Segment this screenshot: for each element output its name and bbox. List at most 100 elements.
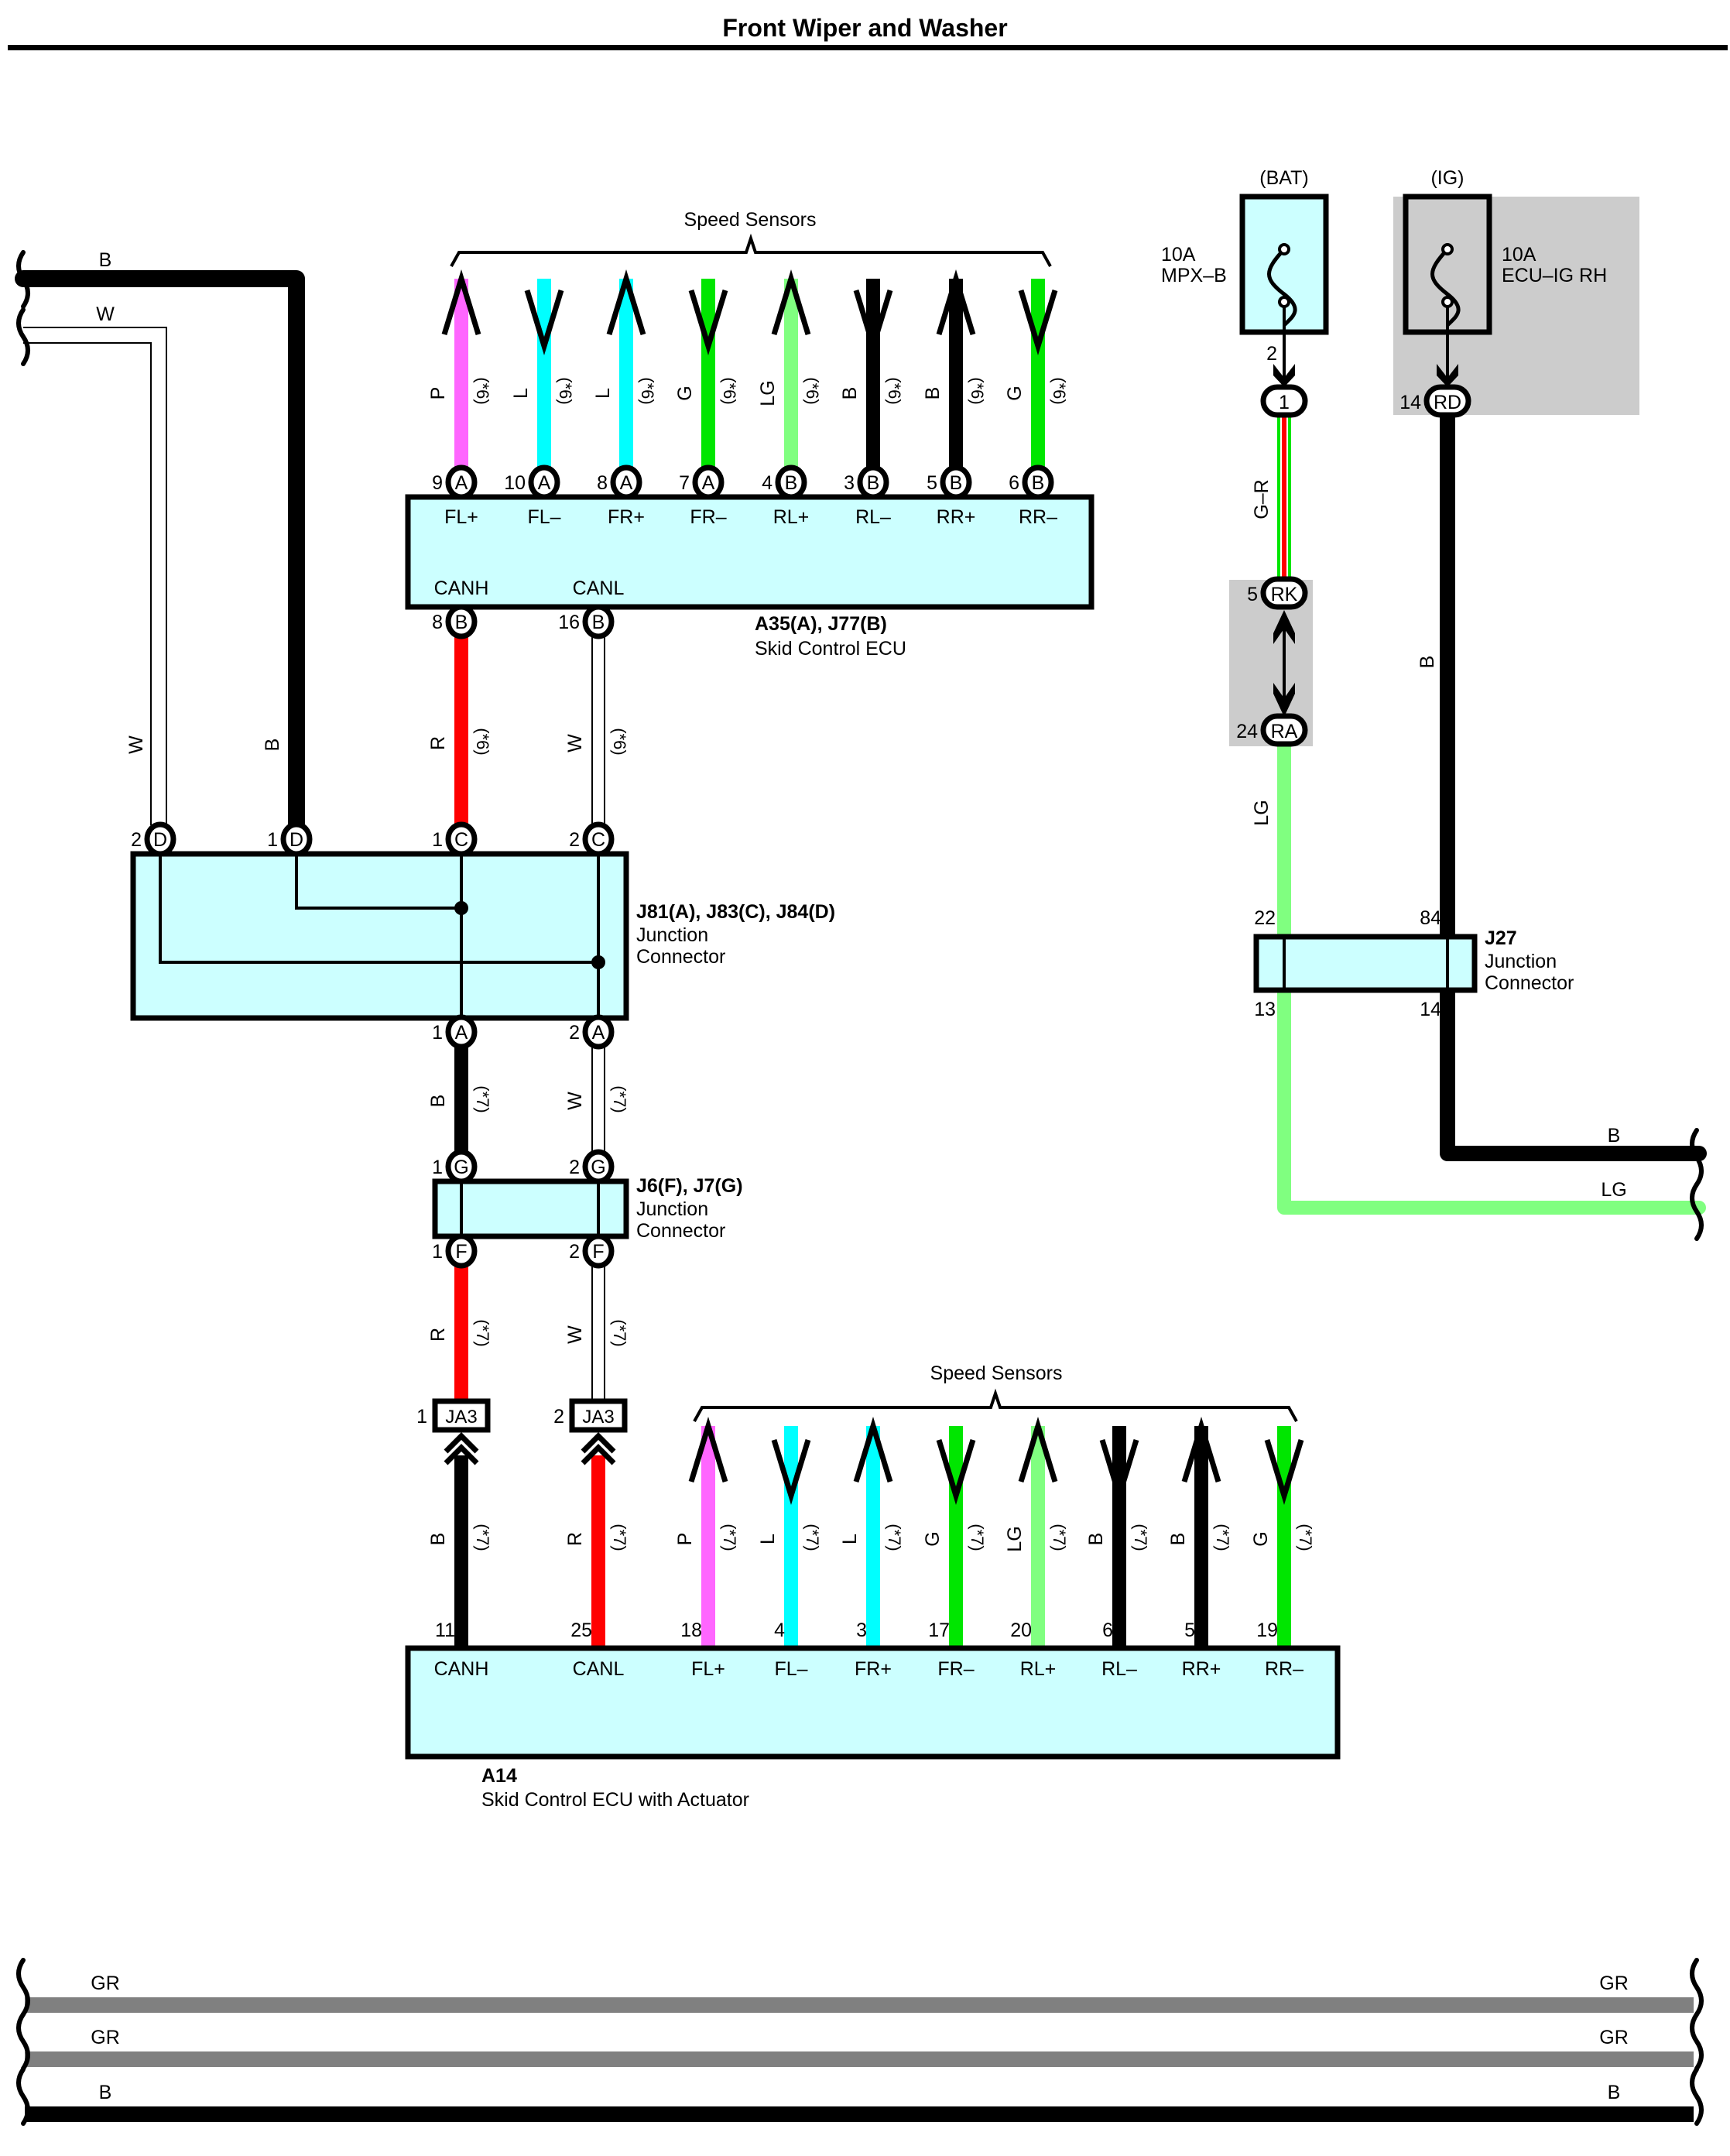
wire-note-label: (*7) (1131, 1524, 1150, 1551)
wire-color-label: B (1608, 1125, 1621, 1147)
fuse-terminal-icon (1278, 296, 1290, 308)
pin-number: 8 (432, 612, 443, 633)
ja3-label: JA3 (445, 1407, 477, 1428)
j6-name: Junction (636, 1198, 708, 1220)
pin-number: 5 (1247, 584, 1258, 605)
double-chevron-icon (444, 1432, 479, 1454)
j6-bottom-pin (582, 1233, 615, 1269)
page-title: Front Wiper and Washer (722, 14, 1008, 42)
connector-letter: B (592, 612, 605, 633)
pin-number: 22 (1254, 907, 1276, 929)
wire-color-label: W (96, 303, 115, 325)
top-speed-sensors-brace (450, 233, 1052, 267)
ja3-label: JA3 (582, 1407, 614, 1428)
pin-number: 11 (435, 1620, 455, 1641)
wire-color-label: G (1004, 386, 1026, 400)
pin-number: 2 (569, 1022, 580, 1044)
a14-id: A14 (481, 1765, 517, 1787)
wire-color-label: B (1085, 1533, 1107, 1546)
pin-number: 19 (1256, 1620, 1278, 1641)
fuse-rating: 10A (1502, 244, 1536, 266)
pin-number: 84 (1420, 907, 1441, 929)
connector-letter: A (702, 472, 715, 494)
j27-name: Connector (1485, 972, 1574, 994)
connector-letter: C (591, 829, 605, 851)
ecu-signal-label: FL+ (691, 1658, 725, 1680)
pin-number: 3 (856, 1620, 867, 1641)
wire-note-label: (*7) (473, 1524, 492, 1551)
wire-color-label: W (564, 1092, 586, 1110)
pin-number: 1 (416, 1406, 427, 1428)
double-chevron-icon (581, 1444, 616, 1465)
wire-color-label: B (99, 249, 112, 271)
j81-trace (159, 854, 598, 964)
j81-trace (295, 854, 461, 910)
connector-letter: B (785, 472, 798, 494)
connector-letter: B (455, 612, 468, 633)
ecu-can-pin (445, 604, 478, 639)
sensor-arrow-up-icon (441, 269, 481, 336)
break-mark-icon (1690, 2012, 1704, 2071)
pin-number: 4 (762, 472, 773, 494)
fuse-terminal-icon (1441, 296, 1454, 308)
sensor-arrow-down-icon (853, 289, 893, 355)
connector-letter: 1 (1279, 392, 1290, 413)
wire-note-label: (*6) (556, 377, 575, 404)
j6-name: Connector (636, 1220, 725, 1242)
bus-label-left: GR (91, 2027, 120, 2048)
connector-letter: F (592, 1241, 604, 1263)
j81-name: Connector (636, 946, 725, 968)
wire-note-label: (*6) (610, 728, 629, 755)
pin-number: 13 (1254, 999, 1276, 1020)
connector-letter: B (867, 472, 880, 494)
fuse-terminal-icon (1278, 243, 1290, 255)
left-harness-w-wire-outer (23, 327, 167, 825)
ecu-signal-label: RL+ (773, 506, 810, 528)
pin-number: 1 (432, 1022, 443, 1044)
title-rule (8, 45, 1728, 50)
wire-note-label: (*6) (1050, 377, 1069, 404)
wire-note-label: (*6) (473, 728, 492, 755)
wire-note-label: (*7) (968, 1524, 987, 1551)
pin-number: 3 (844, 472, 855, 494)
splice-dot (454, 901, 468, 915)
sensor-arrow-down-icon (771, 1438, 811, 1505)
pin-number: 2 (553, 1406, 564, 1428)
wire-color-label: L (757, 1534, 779, 1544)
wire-color-label: B (262, 739, 283, 752)
pin-number: 16 (558, 612, 580, 633)
connector-letter: A (455, 1022, 468, 1044)
ecu-signal-label: FR+ (855, 1658, 892, 1680)
j81-name: Junction (636, 924, 708, 946)
j6-id: J6(F), J7(G) (636, 1175, 743, 1197)
ja3-connector (432, 1398, 491, 1433)
wire-color-label: G (1250, 1531, 1272, 1546)
ecu-signal-label: RR+ (937, 506, 976, 528)
break-mark-icon (16, 2012, 30, 2071)
ecu-can-label: CANH (434, 578, 489, 599)
wire-note-label: (*7) (610, 1524, 629, 1551)
double-chevron-icon (581, 1432, 616, 1454)
ecu-signal-label: CANH (434, 1658, 489, 1680)
wire-color-label: P (427, 387, 449, 400)
ja3-connector (569, 1398, 628, 1433)
bus-label-right: B (1608, 2082, 1621, 2103)
fuse-icon (1430, 248, 1461, 327)
sensor-arrow-up-icon (606, 269, 646, 336)
wire-color-label: L (510, 388, 532, 399)
bottom-speed-sensors-label: Speed Sensors (930, 1362, 1063, 1384)
break-mark-icon (16, 307, 30, 366)
pin-number: 25 (570, 1620, 592, 1641)
wire-note-label: (*6) (638, 377, 657, 404)
connector-letter: G (454, 1157, 468, 1178)
connector-letter: D (153, 829, 167, 851)
connector-letter: D (289, 829, 303, 851)
connector-letter: A (538, 472, 551, 494)
wire-note-label: (*6) (803, 377, 822, 404)
wire-color-label: LG (1601, 1179, 1626, 1201)
sensor-arrow-up-icon (1181, 1417, 1221, 1483)
wire-color-label: R (427, 736, 449, 750)
pin-number: 4 (774, 1620, 785, 1641)
connector-letter: B (950, 472, 963, 494)
skid-control-ecu-with-actuator-box (405, 1645, 1341, 1760)
